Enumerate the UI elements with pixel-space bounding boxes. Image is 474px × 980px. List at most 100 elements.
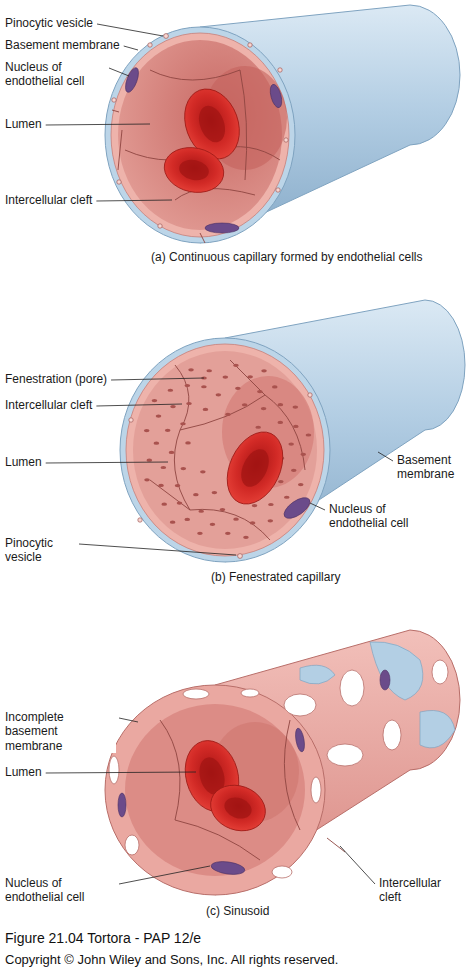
fenestration xyxy=(170,521,176,524)
fenestration xyxy=(293,405,299,408)
endothelial-nucleus xyxy=(123,66,141,94)
fenestration xyxy=(250,521,256,524)
leader-line xyxy=(97,24,163,36)
red-blood-cell xyxy=(194,102,230,146)
red-blood-cell xyxy=(160,142,228,198)
intercellular-cleft xyxy=(174,365,190,510)
fenestration xyxy=(144,429,150,432)
part-label: Intercellular cleft xyxy=(4,193,93,207)
fenestration xyxy=(306,433,312,436)
basement-membrane xyxy=(120,338,330,562)
part-label: Nucleus of endothelial cell xyxy=(4,876,116,905)
fenestration xyxy=(175,484,181,487)
gap xyxy=(183,689,209,699)
fenestration xyxy=(197,532,203,535)
fenestration xyxy=(186,402,192,405)
fenestration xyxy=(242,403,248,406)
part-label: Lumen xyxy=(4,455,43,469)
pinocytic-vesicle xyxy=(238,554,243,559)
leader-line xyxy=(79,544,236,555)
fenestration xyxy=(188,368,194,371)
fenestration xyxy=(152,399,158,402)
fenestration xyxy=(233,364,239,367)
basement-membrane xyxy=(105,27,295,243)
fenestration xyxy=(158,484,164,487)
endothelium xyxy=(111,33,289,237)
intercellular-cleft xyxy=(240,70,247,180)
pinocytic-vesicle xyxy=(138,518,142,522)
pinocytic-vesicle xyxy=(112,98,116,102)
red-blood-cell xyxy=(177,157,211,183)
pinocytic-vesicle xyxy=(284,138,288,142)
copyright-notice: Copyright © John Wiley and Sons, Inc. Al… xyxy=(4,952,339,968)
leader-line xyxy=(119,866,210,884)
red-blood-cell xyxy=(221,794,254,822)
fenestration xyxy=(144,478,150,481)
part-label: Intercellular cleft xyxy=(4,398,93,412)
pinocytic-vesicle xyxy=(129,418,133,422)
gap xyxy=(383,720,401,750)
endothelial-nucleus xyxy=(123,66,284,233)
red-blood-cell xyxy=(216,423,293,513)
fenestration xyxy=(255,426,261,429)
fenestration xyxy=(243,536,249,539)
fenestration xyxy=(200,470,206,473)
continuous-capillary xyxy=(105,5,460,243)
gap xyxy=(432,660,448,684)
intercellular-cleft xyxy=(327,838,345,852)
intercellular-cleft xyxy=(118,130,122,170)
fenestration xyxy=(206,369,212,372)
pinocytic-vesicle xyxy=(117,180,121,184)
fenestration xyxy=(147,459,153,462)
fenestration xyxy=(161,466,167,469)
endothelium xyxy=(105,685,325,895)
fenestration xyxy=(267,519,273,522)
gap xyxy=(125,835,139,855)
gap xyxy=(272,866,292,878)
intercellular-cleft xyxy=(200,233,205,243)
leader-line xyxy=(340,846,375,884)
intercellular-cleft xyxy=(190,509,270,540)
fenestration xyxy=(203,408,209,411)
sinusoid xyxy=(105,630,460,895)
fenestration xyxy=(257,390,263,393)
intercellular-cleft xyxy=(150,360,305,540)
gap xyxy=(284,694,316,716)
fenestration xyxy=(278,403,284,406)
intercellular-cleft xyxy=(112,110,119,112)
endothelial-nucleus xyxy=(205,223,239,233)
fenestration xyxy=(212,491,218,494)
fenestration xyxy=(247,375,253,378)
fenestration xyxy=(225,413,231,416)
endothelial-nucleus xyxy=(210,860,245,877)
leader-line xyxy=(46,772,196,773)
fenestration xyxy=(180,422,186,425)
pinocytic-vesicle xyxy=(148,43,152,47)
fenestration xyxy=(165,429,171,432)
fenestration xyxy=(300,453,306,456)
red-blood-cell xyxy=(178,734,272,838)
pinocytic-vesicle xyxy=(129,393,312,559)
endothelium xyxy=(126,344,324,556)
endothelial-nucleus xyxy=(380,670,390,690)
intercellular-cleft xyxy=(150,480,190,510)
fenestration xyxy=(184,518,190,521)
gap xyxy=(241,689,259,697)
fenestration xyxy=(284,496,290,499)
fenestration xyxy=(233,518,239,521)
red-blood-cell xyxy=(204,778,272,838)
pinocytic-vesicle xyxy=(158,224,162,228)
leader-line xyxy=(96,200,172,201)
fenestration xyxy=(198,510,204,513)
leader-line xyxy=(46,462,168,463)
leader-line xyxy=(310,503,325,510)
fenestration xyxy=(177,501,183,504)
intercellular-cleft xyxy=(112,70,280,243)
endothelial-nucleus xyxy=(268,83,284,109)
part-label: Basement membrane xyxy=(396,453,470,482)
pinocytic-vesicle xyxy=(164,34,169,39)
fenestration xyxy=(277,421,283,424)
fenestration xyxy=(268,503,274,506)
